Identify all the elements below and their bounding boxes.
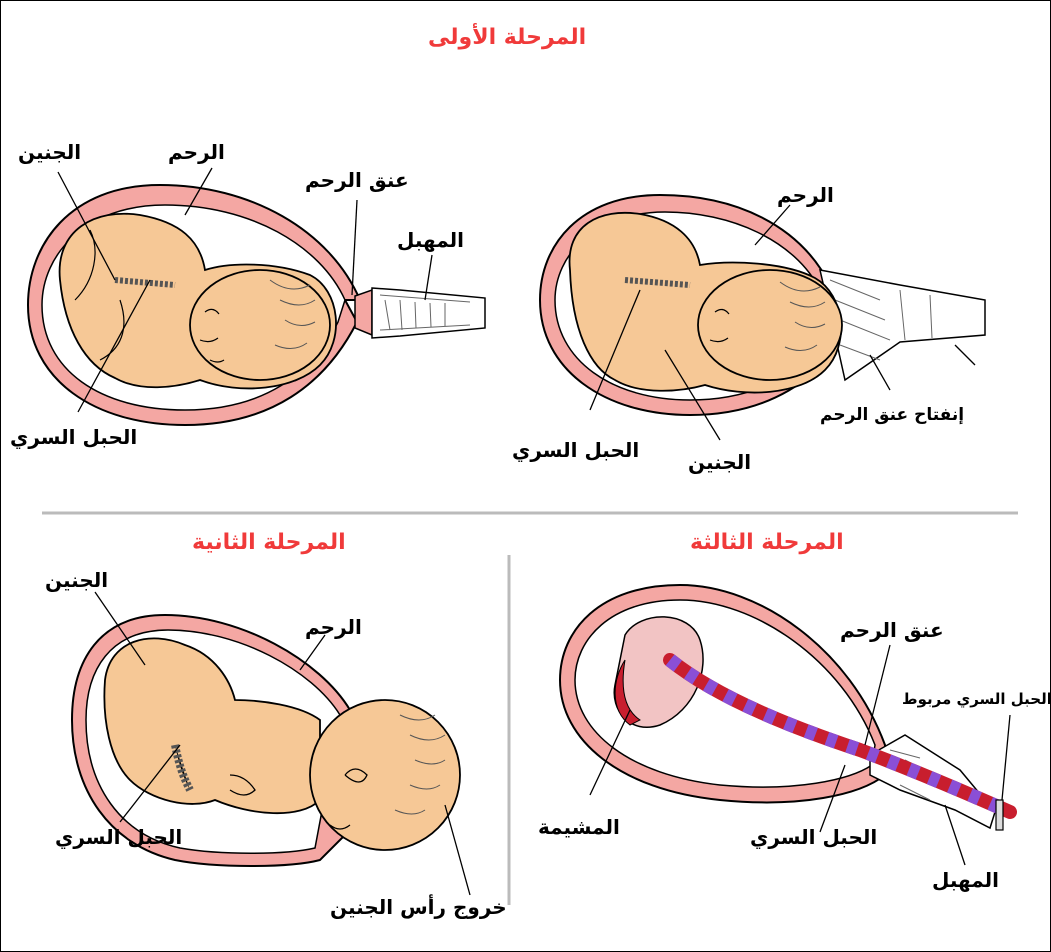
stage2-illustration bbox=[72, 592, 470, 895]
stage1-right-illustration bbox=[540, 195, 985, 440]
stage3-tied-cord-label: الحبل السري مربوط bbox=[902, 690, 1051, 708]
stage2-title: المرحلة الثانية bbox=[192, 530, 346, 555]
stage3-cervix-label: عنق الرحم bbox=[840, 618, 944, 642]
stage1-left-cord-label: الحبل السري bbox=[10, 425, 137, 449]
stage2-cord-label: الحبل السري bbox=[55, 825, 182, 849]
stage3-vagina-label: المهبل bbox=[932, 868, 999, 892]
stage3-placenta-label: المشيمة bbox=[538, 815, 620, 839]
stage1-left-cervix-label: عنق الرحم bbox=[305, 168, 409, 192]
stage1-right-cervix-opening-label: إنفتاح عنق الرحم bbox=[820, 405, 964, 425]
stage1-right-cord-label: الحبل السري bbox=[512, 438, 639, 462]
stage3-title: المرحلة الثالثة bbox=[690, 530, 844, 555]
stage1-left-uterus-label: الرحم bbox=[168, 140, 225, 164]
stage2-head-exit-label: خروج رأس الجنين bbox=[330, 895, 507, 919]
stage1-left-fetus-label: الجنين bbox=[18, 140, 81, 164]
stage3-cord-label: الحبل السري bbox=[750, 825, 877, 849]
stage2-fetus-label: الجنين bbox=[45, 568, 108, 592]
stage1-left-vagina-label: المهبل bbox=[397, 228, 464, 252]
stage1-right-uterus-label: الرحم bbox=[777, 183, 834, 207]
stage1-left-illustration bbox=[28, 168, 485, 425]
stage2-uterus-label: الرحم bbox=[305, 615, 362, 639]
stage1-title: المرحلة الأولى bbox=[428, 25, 586, 50]
stage1-right-fetus-label: الجنين bbox=[688, 450, 751, 474]
